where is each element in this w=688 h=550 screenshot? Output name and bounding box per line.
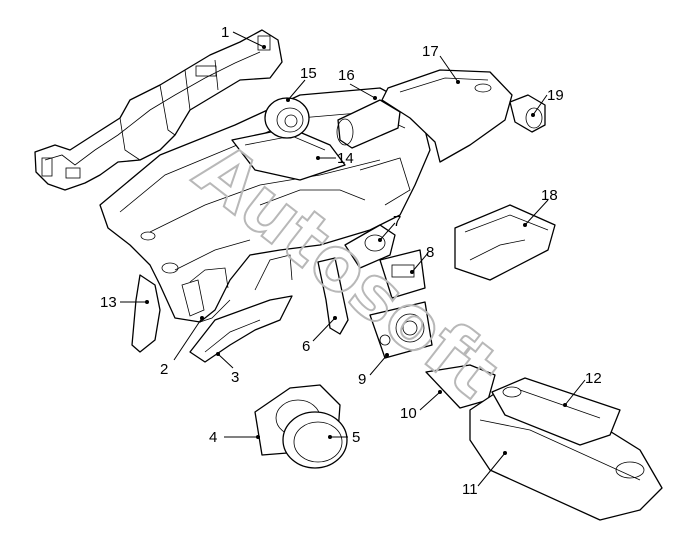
callout-10: 10 (400, 405, 417, 422)
callout-5: 5 (352, 429, 360, 446)
callout-2: 2 (160, 361, 168, 378)
part-8-control-module (379, 249, 426, 299)
callout-18: 18 (541, 187, 558, 204)
part-19-small-vent (509, 94, 546, 133)
part-6-bracket (317, 257, 349, 335)
part-10-console-trim (425, 364, 496, 409)
callout-4: 4 (209, 429, 217, 446)
callout-15: 15 (300, 65, 317, 82)
callout-19: 19 (547, 87, 564, 104)
part-1-crossmember (34, 29, 283, 191)
part-9-heater-control (369, 301, 433, 359)
callout-6: 6 (302, 338, 310, 355)
callout-labels: 1 2 3 4 5 6 7 8 9 10 11 12 13 14 15 16 1… (100, 24, 602, 498)
part-5-speaker-cover (282, 411, 348, 469)
callout-16: 16 (338, 67, 355, 84)
callout-12: 12 (585, 370, 602, 387)
part-12-console-tray (491, 377, 621, 446)
part-17-top-cover (381, 69, 513, 163)
callout-11: 11 (462, 481, 478, 498)
callout-13: 13 (100, 294, 117, 311)
callout-1: 1 (221, 24, 229, 41)
part-18-glove-box (454, 204, 556, 281)
part-15-vent (264, 97, 310, 139)
callout-8: 8 (426, 244, 434, 261)
part-13-end-cap (131, 274, 161, 353)
part-7-switch (344, 224, 396, 269)
part-3-knee-panel (189, 295, 293, 363)
callout-7: 7 (393, 213, 401, 230)
dashboard-main-panel (99, 87, 431, 323)
callout-14: 14 (337, 150, 354, 167)
part-2-lower-trim (199, 299, 231, 323)
callout-17: 17 (422, 43, 439, 60)
part-16-vent (336, 99, 401, 149)
leader-lines (120, 31, 586, 487)
callout-3: 3 (231, 369, 239, 386)
callout-9: 9 (358, 371, 366, 388)
